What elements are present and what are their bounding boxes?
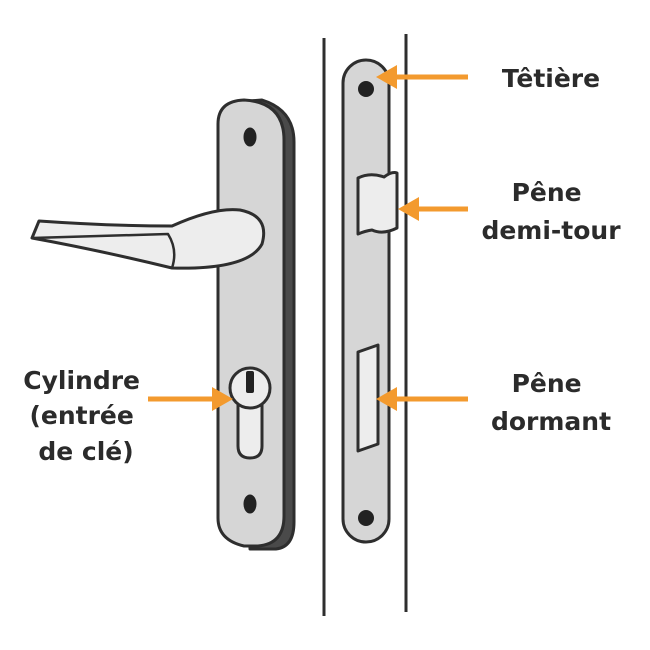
deadbolt bbox=[356, 343, 380, 453]
arrow-cylindre bbox=[148, 387, 233, 411]
cylinder-lower-slot bbox=[236, 403, 264, 460]
handle-assembly bbox=[30, 98, 296, 551]
faceplate-screw-bottom bbox=[358, 510, 374, 526]
arrow-pene-demi-tour-head bbox=[398, 197, 419, 221]
arrow-tetiere bbox=[376, 65, 468, 89]
plate-screw-hole-top bbox=[243, 127, 257, 147]
label-tetiere-line-1: Têtière bbox=[502, 64, 600, 93]
label-pene-demi-tour-line-2: demi-tour bbox=[481, 216, 621, 245]
arrow-tetiere-head bbox=[376, 65, 397, 89]
label-cylindre-line-3: de clé) bbox=[38, 437, 133, 466]
label-pene-dormant-line-1: Pêne bbox=[512, 369, 582, 398]
lever-handle-crease bbox=[31, 232, 176, 269]
cylinder-key-slot bbox=[246, 371, 254, 393]
label-pene-dormant: Pêne dormant bbox=[491, 369, 611, 436]
lock-faceplate bbox=[341, 58, 399, 544]
faceplate-body bbox=[341, 58, 391, 544]
faceplate-screw-top bbox=[358, 81, 374, 97]
label-cylindre-line-1: Cylindre bbox=[23, 366, 140, 395]
arrow-pene-dormant-head bbox=[376, 387, 397, 411]
plate-screw-hole-bottom bbox=[243, 494, 257, 514]
label-cylindre-line-2: (entrée bbox=[29, 401, 133, 430]
cylinder-keyhole bbox=[228, 366, 272, 460]
arrow-pene-dormant bbox=[376, 387, 468, 411]
label-pene-dormant-line-2: dormant bbox=[491, 407, 611, 436]
handle-plate bbox=[216, 98, 286, 548]
lever-handle bbox=[30, 208, 266, 270]
label-cylindre: Cylindre (entrée de clé) bbox=[23, 366, 148, 466]
latch-bolt bbox=[356, 171, 399, 236]
label-pene-demi-tour: Pêne demi-tour bbox=[481, 178, 621, 245]
arrow-pene-demi-tour bbox=[398, 197, 468, 221]
label-pene-demi-tour-line-1: Pêne bbox=[512, 178, 582, 207]
arrow-cylindre-head bbox=[212, 387, 233, 411]
label-tetiere: Têtière bbox=[502, 64, 600, 93]
